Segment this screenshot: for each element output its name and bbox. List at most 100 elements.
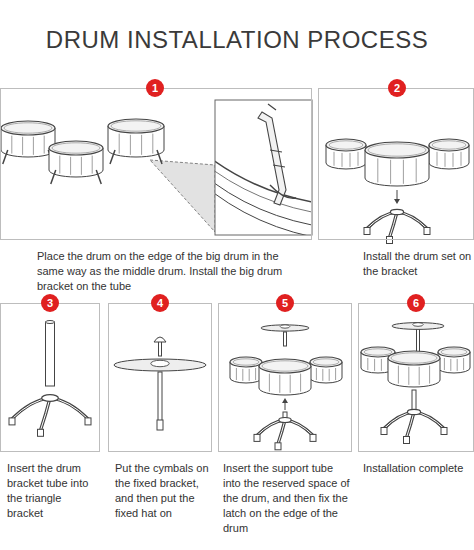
support-rod xyxy=(412,390,416,410)
cymbal-bell xyxy=(280,325,290,328)
step-number-badge: 5 xyxy=(276,294,294,312)
drum-head xyxy=(429,139,469,151)
step-panel: Place the drum on the edge of the big dr… xyxy=(0,88,312,240)
drum-lug xyxy=(81,157,82,175)
rod-top xyxy=(46,321,55,324)
callout-number: 2 xyxy=(394,83,400,94)
cymbal-plate xyxy=(392,323,444,330)
drum-figure xyxy=(429,139,469,169)
latch-bracket xyxy=(258,112,286,205)
hoop-edge xyxy=(215,150,312,205)
drum-rim xyxy=(432,141,466,149)
step-panel: Installation complete6 xyxy=(358,303,474,452)
drum-rim xyxy=(329,141,363,149)
drum-rim xyxy=(364,349,392,355)
drum-lug xyxy=(374,359,375,371)
tripod-hub xyxy=(390,209,403,214)
drum-lug xyxy=(334,152,335,166)
tripod-leg xyxy=(390,212,398,238)
drum-lug xyxy=(419,367,420,385)
drum-head xyxy=(108,119,164,133)
latch-tip xyxy=(270,185,296,198)
step-panel: Insert the drum bracket tube into the tr… xyxy=(0,303,100,452)
drum-figure xyxy=(230,357,262,383)
drum-head xyxy=(326,139,366,151)
cymbal-plate xyxy=(114,359,206,371)
drum-lug xyxy=(255,368,256,380)
drum-lug xyxy=(403,160,404,184)
drum-rim xyxy=(368,144,426,156)
tripod-leg-inner xyxy=(390,212,398,238)
callout-number: 6 xyxy=(413,298,419,309)
step-number-badge: 3 xyxy=(41,294,59,312)
drum-lug xyxy=(390,160,391,184)
callout-number: 5 xyxy=(282,298,288,309)
drum-lug xyxy=(290,375,291,393)
cymbal-figure xyxy=(114,359,206,371)
direction-arrowhead xyxy=(282,398,288,403)
drum-figure xyxy=(49,141,103,177)
tripod-leg xyxy=(41,398,51,430)
drum-rim xyxy=(4,123,52,133)
drum-lug xyxy=(316,368,317,380)
tripod-hub xyxy=(407,409,420,414)
drum-figure xyxy=(259,359,311,395)
drum-lug xyxy=(269,374,270,392)
drum-rim xyxy=(233,359,259,365)
tripod-stand xyxy=(364,209,430,243)
tripod-foot xyxy=(441,428,447,435)
tripod-foot xyxy=(254,434,260,441)
drum-figure xyxy=(388,351,440,387)
drum-rim xyxy=(391,353,437,363)
direction-arrowhead xyxy=(394,199,400,204)
step-panel: Insert the support tube into the reserve… xyxy=(218,303,352,452)
drum-figure xyxy=(326,139,366,169)
tripod-hub xyxy=(279,417,291,422)
drum-head xyxy=(1,121,55,135)
tripod-stand xyxy=(381,409,447,443)
tripod-foot xyxy=(387,237,393,244)
tripod-leg xyxy=(278,420,285,444)
tripod-leg xyxy=(407,412,415,438)
drum-lug xyxy=(249,369,250,381)
drum-lug xyxy=(92,156,93,174)
rod-end xyxy=(157,420,163,430)
drum-lug xyxy=(141,135,142,155)
fixed-hat xyxy=(154,337,166,342)
drum-lug xyxy=(358,152,359,166)
callout-number: 1 xyxy=(152,83,158,94)
support-rod xyxy=(417,328,420,354)
support-rod xyxy=(284,332,287,346)
drum-rim xyxy=(52,143,100,153)
tripod-foot xyxy=(310,434,316,441)
drum-leg xyxy=(96,170,101,184)
title: DRUM INSTALLATION PROCESS xyxy=(0,26,474,54)
step-panel: Install the drum set on the bracket2 xyxy=(318,88,474,240)
drum-rim xyxy=(313,359,339,365)
drum-lug xyxy=(152,134,153,154)
drum-lug xyxy=(59,156,60,174)
drum-lug xyxy=(377,158,378,182)
drum-figure xyxy=(108,119,164,157)
drum-lug xyxy=(22,137,23,155)
step-caption: Installation complete xyxy=(363,461,473,476)
drum-figure xyxy=(1,121,55,157)
tripod-stand xyxy=(254,417,316,449)
drum-figure xyxy=(310,357,342,383)
drum-lug xyxy=(457,359,458,371)
tripod-stand xyxy=(9,395,91,437)
callout-number: 4 xyxy=(157,298,163,309)
tripod-foot xyxy=(9,418,15,425)
cymbal-plate xyxy=(261,325,309,331)
drum-lug xyxy=(461,152,462,166)
tripod-foot xyxy=(85,418,91,425)
drum-lug xyxy=(437,152,438,166)
step-number-badge: 4 xyxy=(151,294,169,312)
cymbal-figure xyxy=(392,323,444,330)
drum-lug xyxy=(398,366,399,384)
drum-lug xyxy=(322,369,323,381)
step-number-badge: 1 xyxy=(146,79,164,97)
tripod-foot xyxy=(275,443,281,450)
step-number-badge: 2 xyxy=(388,79,406,97)
